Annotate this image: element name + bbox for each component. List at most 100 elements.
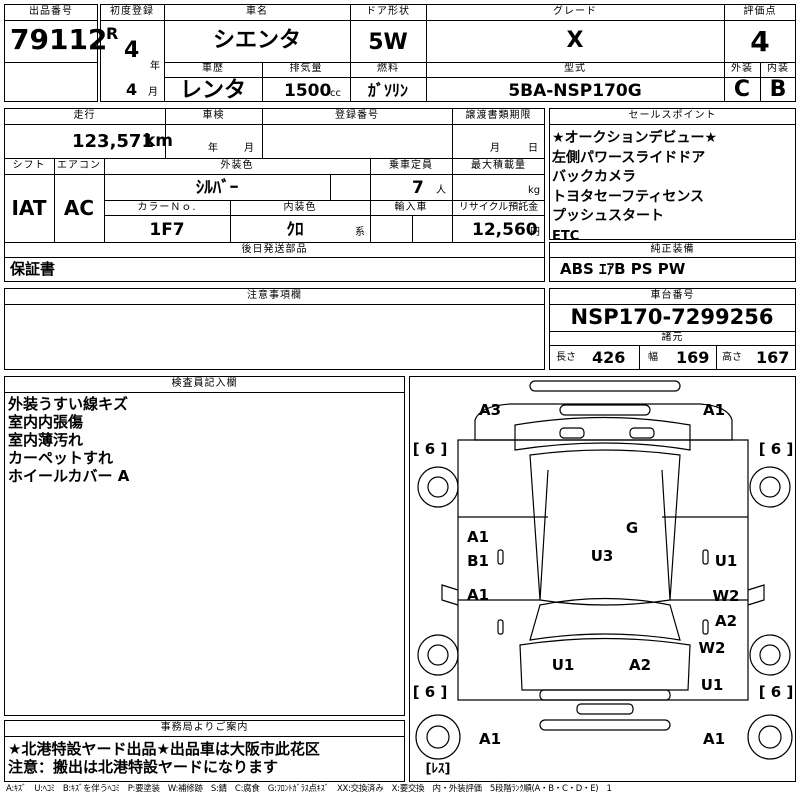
sales-points-box: [549, 108, 796, 240]
exterior-grade: C: [733, 77, 751, 102]
shaken-year-unit: 年: [208, 143, 218, 154]
car-name: シエンタ: [212, 28, 302, 53]
chassis-box: [549, 288, 796, 370]
import-label: 輸入車: [394, 202, 428, 213]
sales-points-list: ★オークションデビュー★ 左側パワースライドドア バックカメラ トヨタセーフティ…: [552, 129, 717, 246]
inspector-box: [4, 376, 405, 716]
spare-tyre-status: [ﾚｽ]: [425, 761, 451, 777]
sales-point: 左側パワースライドドア: [552, 149, 706, 166]
damage-code-left-rear-panel: A1: [466, 528, 490, 546]
inspector-note: カーペットすれ: [8, 449, 114, 467]
history-value: レンタ: [179, 78, 247, 103]
notes-box: [4, 288, 545, 370]
recycle-unit: 円: [530, 227, 540, 238]
width-value: 169: [676, 348, 710, 367]
tyre-tread-front-right: [ 6 ]: [758, 683, 794, 701]
mileage-label: 走行: [73, 110, 96, 121]
transfer-label: 譲渡書類期限: [465, 110, 532, 121]
first-reg-label: 初度登録: [110, 6, 154, 17]
tyre-tread-rear-right: [ 6 ]: [758, 440, 794, 458]
cc-unit: cc: [330, 88, 341, 99]
transfer-day-unit: 日: [528, 143, 538, 154]
exterior-label: 外装: [731, 63, 753, 74]
shift-label: シフト: [12, 160, 46, 171]
int-color-label: 内装色: [283, 202, 317, 213]
office-label: 事務局よりご案内: [160, 722, 249, 733]
interior-label: 内装: [767, 63, 789, 74]
length-label: 長さ: [556, 352, 576, 363]
inspector-notes-list: 外装うすい線キズ 室内内張傷 室内薄汚れ カーペットすれ ホイールカバー A: [8, 395, 129, 485]
aircon-value: AC: [63, 196, 95, 220]
genuine-equip-value: ABS ｴｱB PS PW: [560, 260, 686, 278]
later-parts-label: 後日発送部品: [241, 244, 308, 255]
notes-label: 注意事項欄: [247, 290, 302, 301]
later-parts-value: 保証書: [10, 260, 56, 278]
sales-point: プッシュスタート: [552, 208, 664, 224]
shift-value: IAT: [11, 196, 47, 220]
transfer-month-unit: 月: [490, 143, 500, 154]
damage-code-right-front-door-2: A2: [714, 612, 738, 630]
sales-points-label: セールスポイント: [628, 110, 717, 121]
lot-number-label: 出品番号: [29, 6, 73, 17]
damage-diagram-box: [409, 376, 796, 782]
detail-grid: [4, 108, 545, 282]
chassis-no-value: NSP170-7299256: [570, 305, 774, 329]
capacity-value: 7: [412, 178, 424, 198]
max-load-label: 最大積載量: [471, 160, 526, 171]
damage-code-right-rear-door: U1: [714, 552, 738, 570]
damage-code-front-left-corner: A1: [478, 730, 502, 748]
fuel-label: 燃料: [377, 63, 399, 74]
interior-grade: B: [769, 77, 787, 102]
int-color-unit: 系: [355, 227, 365, 238]
office-notes-box: [4, 720, 405, 782]
aircon-label: エアコン: [57, 160, 101, 171]
mileage-value: 123,571: [72, 131, 154, 152]
door-label: ドア形状: [366, 6, 410, 17]
inspector-note: 外装うすい線キズ: [8, 395, 129, 413]
model-value: 5BA-NSP170G: [508, 81, 642, 101]
width-label: 幅: [648, 352, 658, 363]
displacement-value: 1500: [284, 81, 332, 101]
sales-point: ETC: [552, 228, 580, 244]
office-note: ★北港特設ヤード出品★出品車は大阪市此花区: [8, 740, 320, 758]
height-value: 167: [756, 348, 790, 367]
mileage-unit: km: [144, 131, 174, 151]
length-value: 426: [592, 348, 626, 367]
chassis-no-label: 車台番号: [650, 290, 695, 301]
shaken-month-unit: 月: [244, 143, 254, 154]
persons-unit: 人: [436, 185, 446, 196]
model-label: 型式: [564, 63, 586, 74]
reg-month: 4: [126, 80, 138, 99]
header-grid: [100, 4, 796, 102]
history-label: 車歴: [202, 63, 224, 74]
office-notes-list: ★北港特設ヤード出品★出品車は大阪市此花区 注意：搬出は北港特設ヤードになります: [8, 740, 320, 776]
int-color-value: ｸﾛ: [286, 220, 304, 240]
damage-code-rear-left-corner: A3: [478, 401, 502, 419]
damage-code-hood-left: U1: [551, 656, 575, 674]
score-value: 4: [750, 25, 770, 58]
specs-label: 諸元: [661, 332, 684, 343]
sales-point: ★オークションデビュー★: [552, 130, 718, 146]
shaken-label: 車検: [202, 110, 225, 121]
grade-label: グレード: [553, 6, 597, 17]
damage-code-front-right-corner: A1: [702, 730, 726, 748]
door-type: 5W: [368, 30, 408, 55]
ext-color-label: 外装色: [220, 160, 254, 171]
ext-color-value: ｼﾙﾊﾞｰ: [195, 178, 239, 198]
genuine-equip-label: 純正装備: [650, 244, 695, 255]
lot-number: 79112: [10, 23, 108, 56]
inspector-label: 検査員記入欄: [171, 378, 238, 389]
damage-code-roof: U3: [590, 547, 614, 565]
color-no-value: 1F7: [149, 220, 185, 240]
damage-code-hood-right: A2: [628, 656, 652, 674]
damage-code-right-front-door: W2: [712, 587, 740, 605]
reg-year: 4: [124, 38, 140, 63]
score-label: 評価点: [743, 6, 777, 17]
tyre-tread-front-left: [ 6 ]: [412, 683, 448, 701]
month-unit: 月: [148, 87, 158, 98]
fuel-value: ｶﾞｿﾘﾝ: [367, 81, 409, 100]
office-note: 注意：搬出は北港特設ヤードになります: [8, 758, 279, 776]
inspector-note: 室内薄汚れ: [8, 431, 84, 449]
lot-number-cell: [4, 4, 98, 102]
kg-unit: kg: [528, 185, 541, 196]
